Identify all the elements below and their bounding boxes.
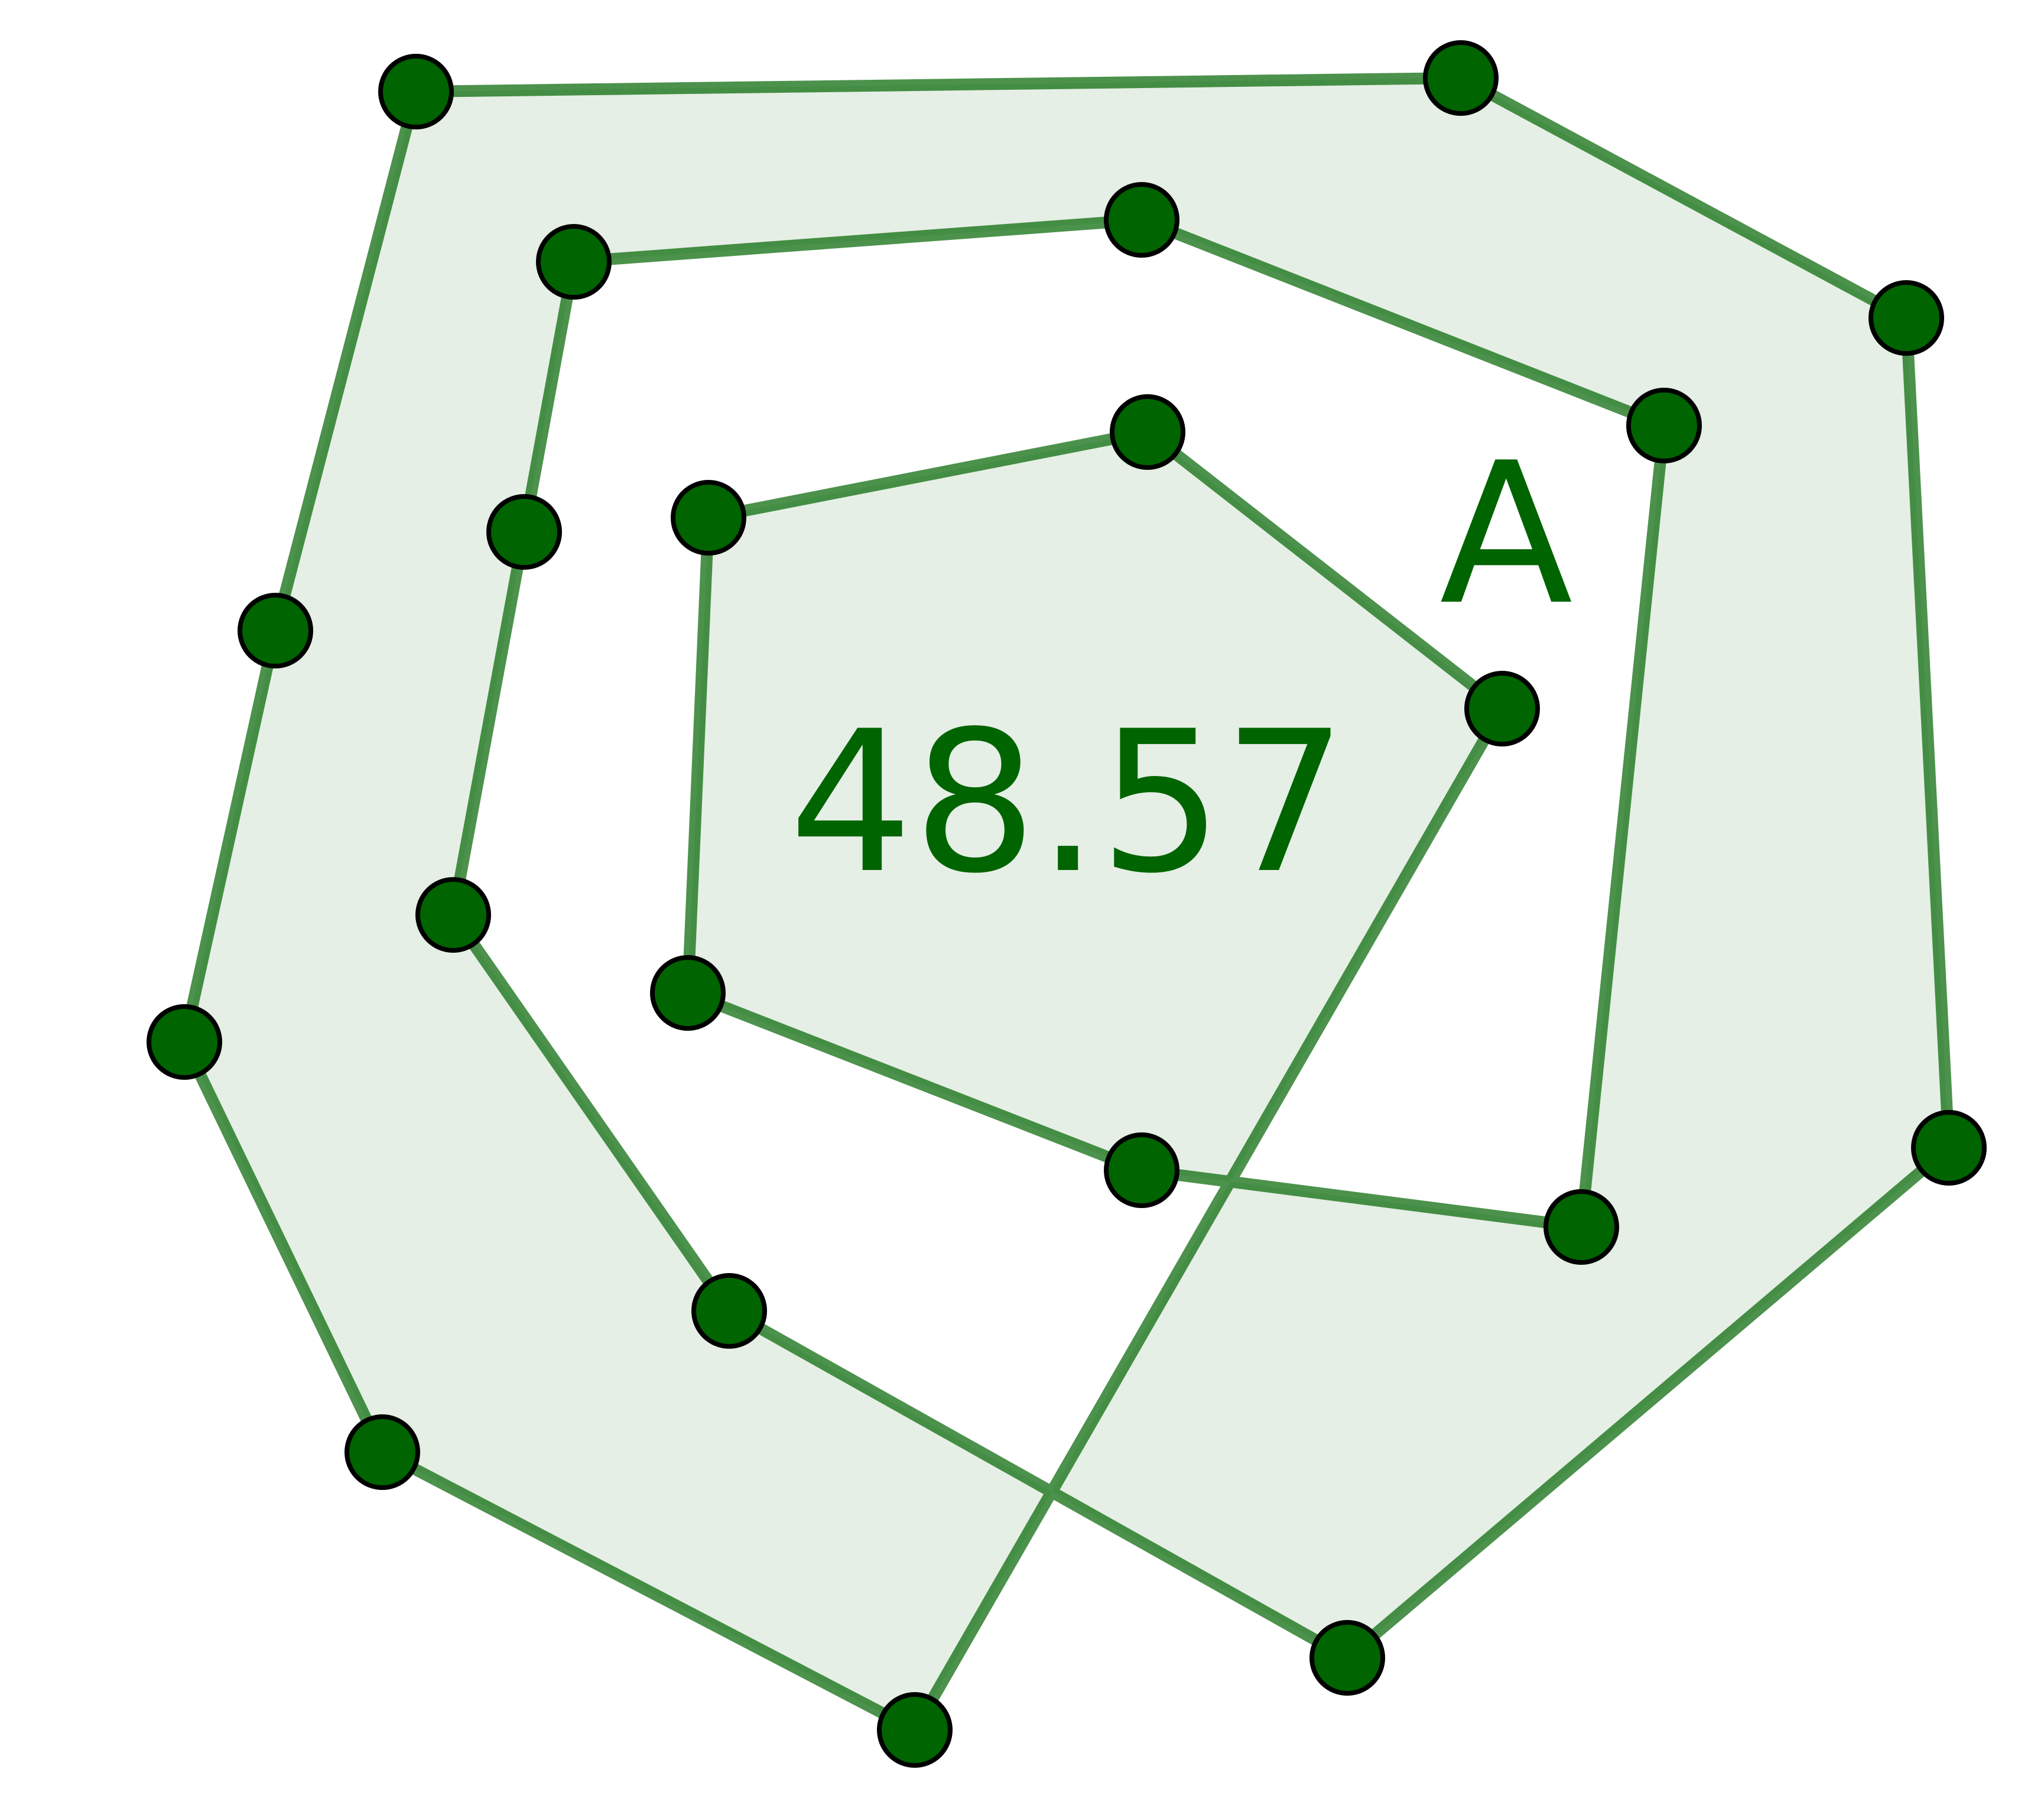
vertex-point[interactable] <box>536 224 612 300</box>
vertex-point[interactable] <box>1104 182 1179 258</box>
vertex-point[interactable] <box>671 480 746 556</box>
vertex-point[interactable] <box>1423 40 1499 116</box>
vertex-point[interactable] <box>1626 388 1702 463</box>
vertex-point[interactable] <box>415 877 491 953</box>
vertex-point[interactable] <box>1309 1620 1385 1696</box>
polygon-label: A <box>1439 421 1574 648</box>
vertex-point[interactable] <box>650 955 726 1031</box>
polygon-a[interactable] <box>178 72 1955 1736</box>
vertex-point[interactable] <box>378 54 454 129</box>
vertex-point[interactable] <box>877 1692 953 1768</box>
vertex-point[interactable] <box>1868 280 1944 356</box>
vertex-point[interactable] <box>1543 1189 1619 1265</box>
vertex-point[interactable] <box>1911 1110 1987 1186</box>
vertex-point[interactable] <box>1464 671 1540 746</box>
vertex-point[interactable] <box>486 494 562 570</box>
vertex-point[interactable] <box>1104 1132 1179 1208</box>
vertex-point[interactable] <box>147 1004 222 1080</box>
vertex-point[interactable] <box>691 1273 767 1349</box>
vertex-points <box>147 40 1987 1768</box>
vertex-point[interactable] <box>345 1414 420 1490</box>
vertex-point[interactable] <box>238 593 313 668</box>
vertex-point[interactable] <box>1110 394 1185 470</box>
area-value-label: 48.57 <box>789 689 1347 916</box>
